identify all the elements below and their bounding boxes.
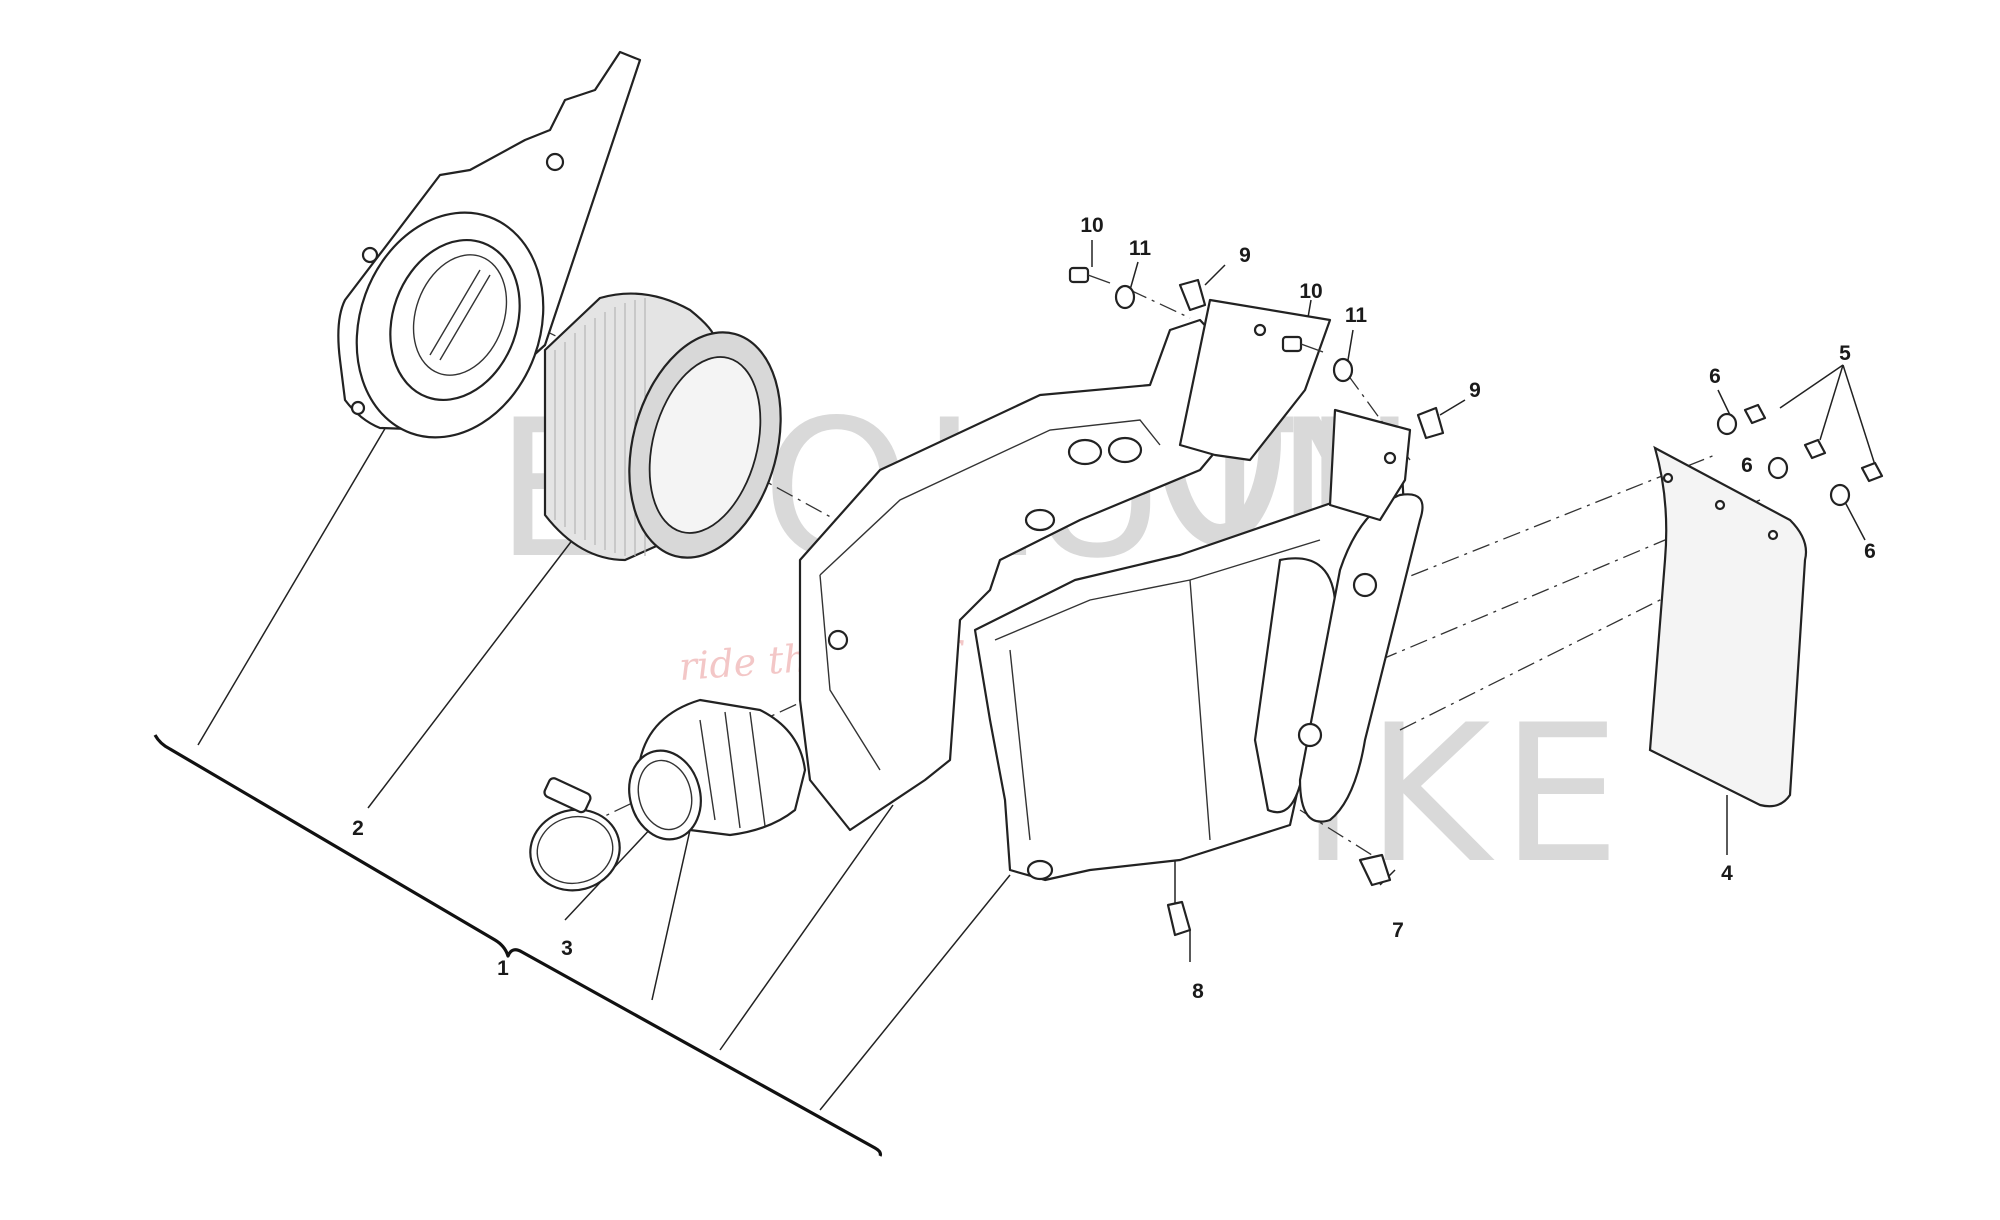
hose-clamp-inner xyxy=(536,815,614,885)
flap-panel-hole-3 xyxy=(1767,529,1779,541)
filter-cover-hole-top xyxy=(545,152,565,172)
screw-10b-shank xyxy=(1300,343,1324,353)
intake-sleeve-ribs xyxy=(699,711,766,829)
callout-3: 3 xyxy=(561,937,573,960)
bracket-plate-b xyxy=(1328,408,1412,522)
leader-1-sleeve xyxy=(651,829,691,1001)
filter-cover-hole-bottom xyxy=(350,400,366,416)
air-box-boss-1 xyxy=(1067,438,1103,466)
side-gasket xyxy=(1297,493,1424,823)
clip-9a xyxy=(1178,278,1207,312)
air-box-rim xyxy=(819,419,1161,771)
leader-5c xyxy=(1842,364,1876,466)
screw-5a xyxy=(1743,403,1767,425)
hose-clamp-screw-housing xyxy=(543,777,592,814)
leader-9b xyxy=(1439,399,1466,416)
flap-panel xyxy=(1648,445,1808,808)
fasteners-right xyxy=(1716,403,1884,507)
screw-5c xyxy=(1860,461,1884,483)
side-gasket-hole-bottom xyxy=(1297,722,1323,748)
leader-1-cover xyxy=(197,414,394,746)
hose-clamp-band xyxy=(529,808,621,892)
bracket-plate-b-hole xyxy=(1383,451,1397,465)
flap-panel-hole-1 xyxy=(1662,472,1674,484)
callout-9b: 9 xyxy=(1469,379,1481,402)
air-box-boss-2 xyxy=(1107,436,1143,464)
clip-9b xyxy=(1416,406,1445,440)
leader-11b xyxy=(1347,329,1354,361)
leader-6c xyxy=(1844,501,1866,541)
screw-10b-head xyxy=(1281,335,1303,353)
leader-5b xyxy=(1819,364,1844,441)
callout-6a: 6 xyxy=(1709,365,1721,388)
leader-11a xyxy=(1129,261,1139,291)
clip-8 xyxy=(1166,900,1192,937)
air-box-hole xyxy=(827,629,849,651)
washer-11b xyxy=(1332,357,1354,383)
air-box-boss-3 xyxy=(1024,508,1056,532)
flap-panel-hole-2 xyxy=(1714,499,1726,511)
air-box-lid-peg xyxy=(1026,859,1054,881)
dash-screw-b xyxy=(1347,374,1411,461)
washer-11a xyxy=(1114,284,1136,310)
filter-cover xyxy=(337,50,642,439)
side-gasket-hole-top xyxy=(1352,572,1378,598)
callout-7: 7 xyxy=(1392,919,1404,942)
air-box-lid-edges xyxy=(994,539,1321,841)
washer-6a xyxy=(1716,412,1738,436)
callout-8: 8 xyxy=(1192,980,1204,1003)
filter-cover-bar xyxy=(429,269,491,361)
callout-4: 4 xyxy=(1721,862,1733,885)
fasteners-top-middle xyxy=(1281,335,1445,522)
clip-7 xyxy=(1358,853,1392,887)
filter-cover-inner-ring xyxy=(412,254,508,376)
screw-5b xyxy=(1803,438,1827,460)
flap-panel-body xyxy=(1648,445,1808,808)
callout-6b: 6 xyxy=(1741,454,1753,477)
washer-6c xyxy=(1829,483,1851,507)
leader-1-lid xyxy=(819,874,1011,1111)
callout-5: 5 xyxy=(1839,342,1851,365)
intake-sleeve xyxy=(628,698,807,841)
air-box-shell xyxy=(798,318,1262,832)
intake-sleeve-mouth-inner xyxy=(637,759,693,831)
leader-5a xyxy=(1779,364,1844,409)
leader-2-filter xyxy=(367,529,581,809)
air-filter-inner xyxy=(648,356,762,534)
callout-labels: 1 2 3 4 5 6 6 6 7 8 9 9 10 10 11 11 xyxy=(352,214,1876,1003)
callout-11b: 11 xyxy=(1345,304,1368,327)
callout-1: 1 xyxy=(497,957,509,980)
washer-6b xyxy=(1767,456,1789,480)
hose-clamp xyxy=(529,777,621,892)
assembly-bracket xyxy=(153,734,883,1157)
leader-1-box xyxy=(719,804,894,1051)
leader-6a xyxy=(1717,389,1731,416)
dash-screw-a xyxy=(1129,289,1191,319)
bracket-plate-a-hole xyxy=(1253,323,1267,337)
clips-bottom xyxy=(1166,853,1392,937)
air-filter xyxy=(543,292,782,562)
air-box xyxy=(798,318,1262,832)
leader-9a xyxy=(1204,264,1226,286)
callout-9a: 9 xyxy=(1239,244,1251,267)
callout-2: 2 xyxy=(352,817,364,840)
screw-10a-shank xyxy=(1087,274,1111,284)
filter-cover-hole-left xyxy=(361,246,379,264)
callout-6c: 6 xyxy=(1864,540,1876,563)
callout-10a: 10 xyxy=(1080,214,1103,237)
screw-10a-head xyxy=(1068,266,1090,284)
callout-10b: 10 xyxy=(1299,280,1322,303)
air-box-lid xyxy=(973,418,1407,882)
side-gasket-body xyxy=(1298,493,1424,823)
callout-11a: 11 xyxy=(1129,237,1152,260)
